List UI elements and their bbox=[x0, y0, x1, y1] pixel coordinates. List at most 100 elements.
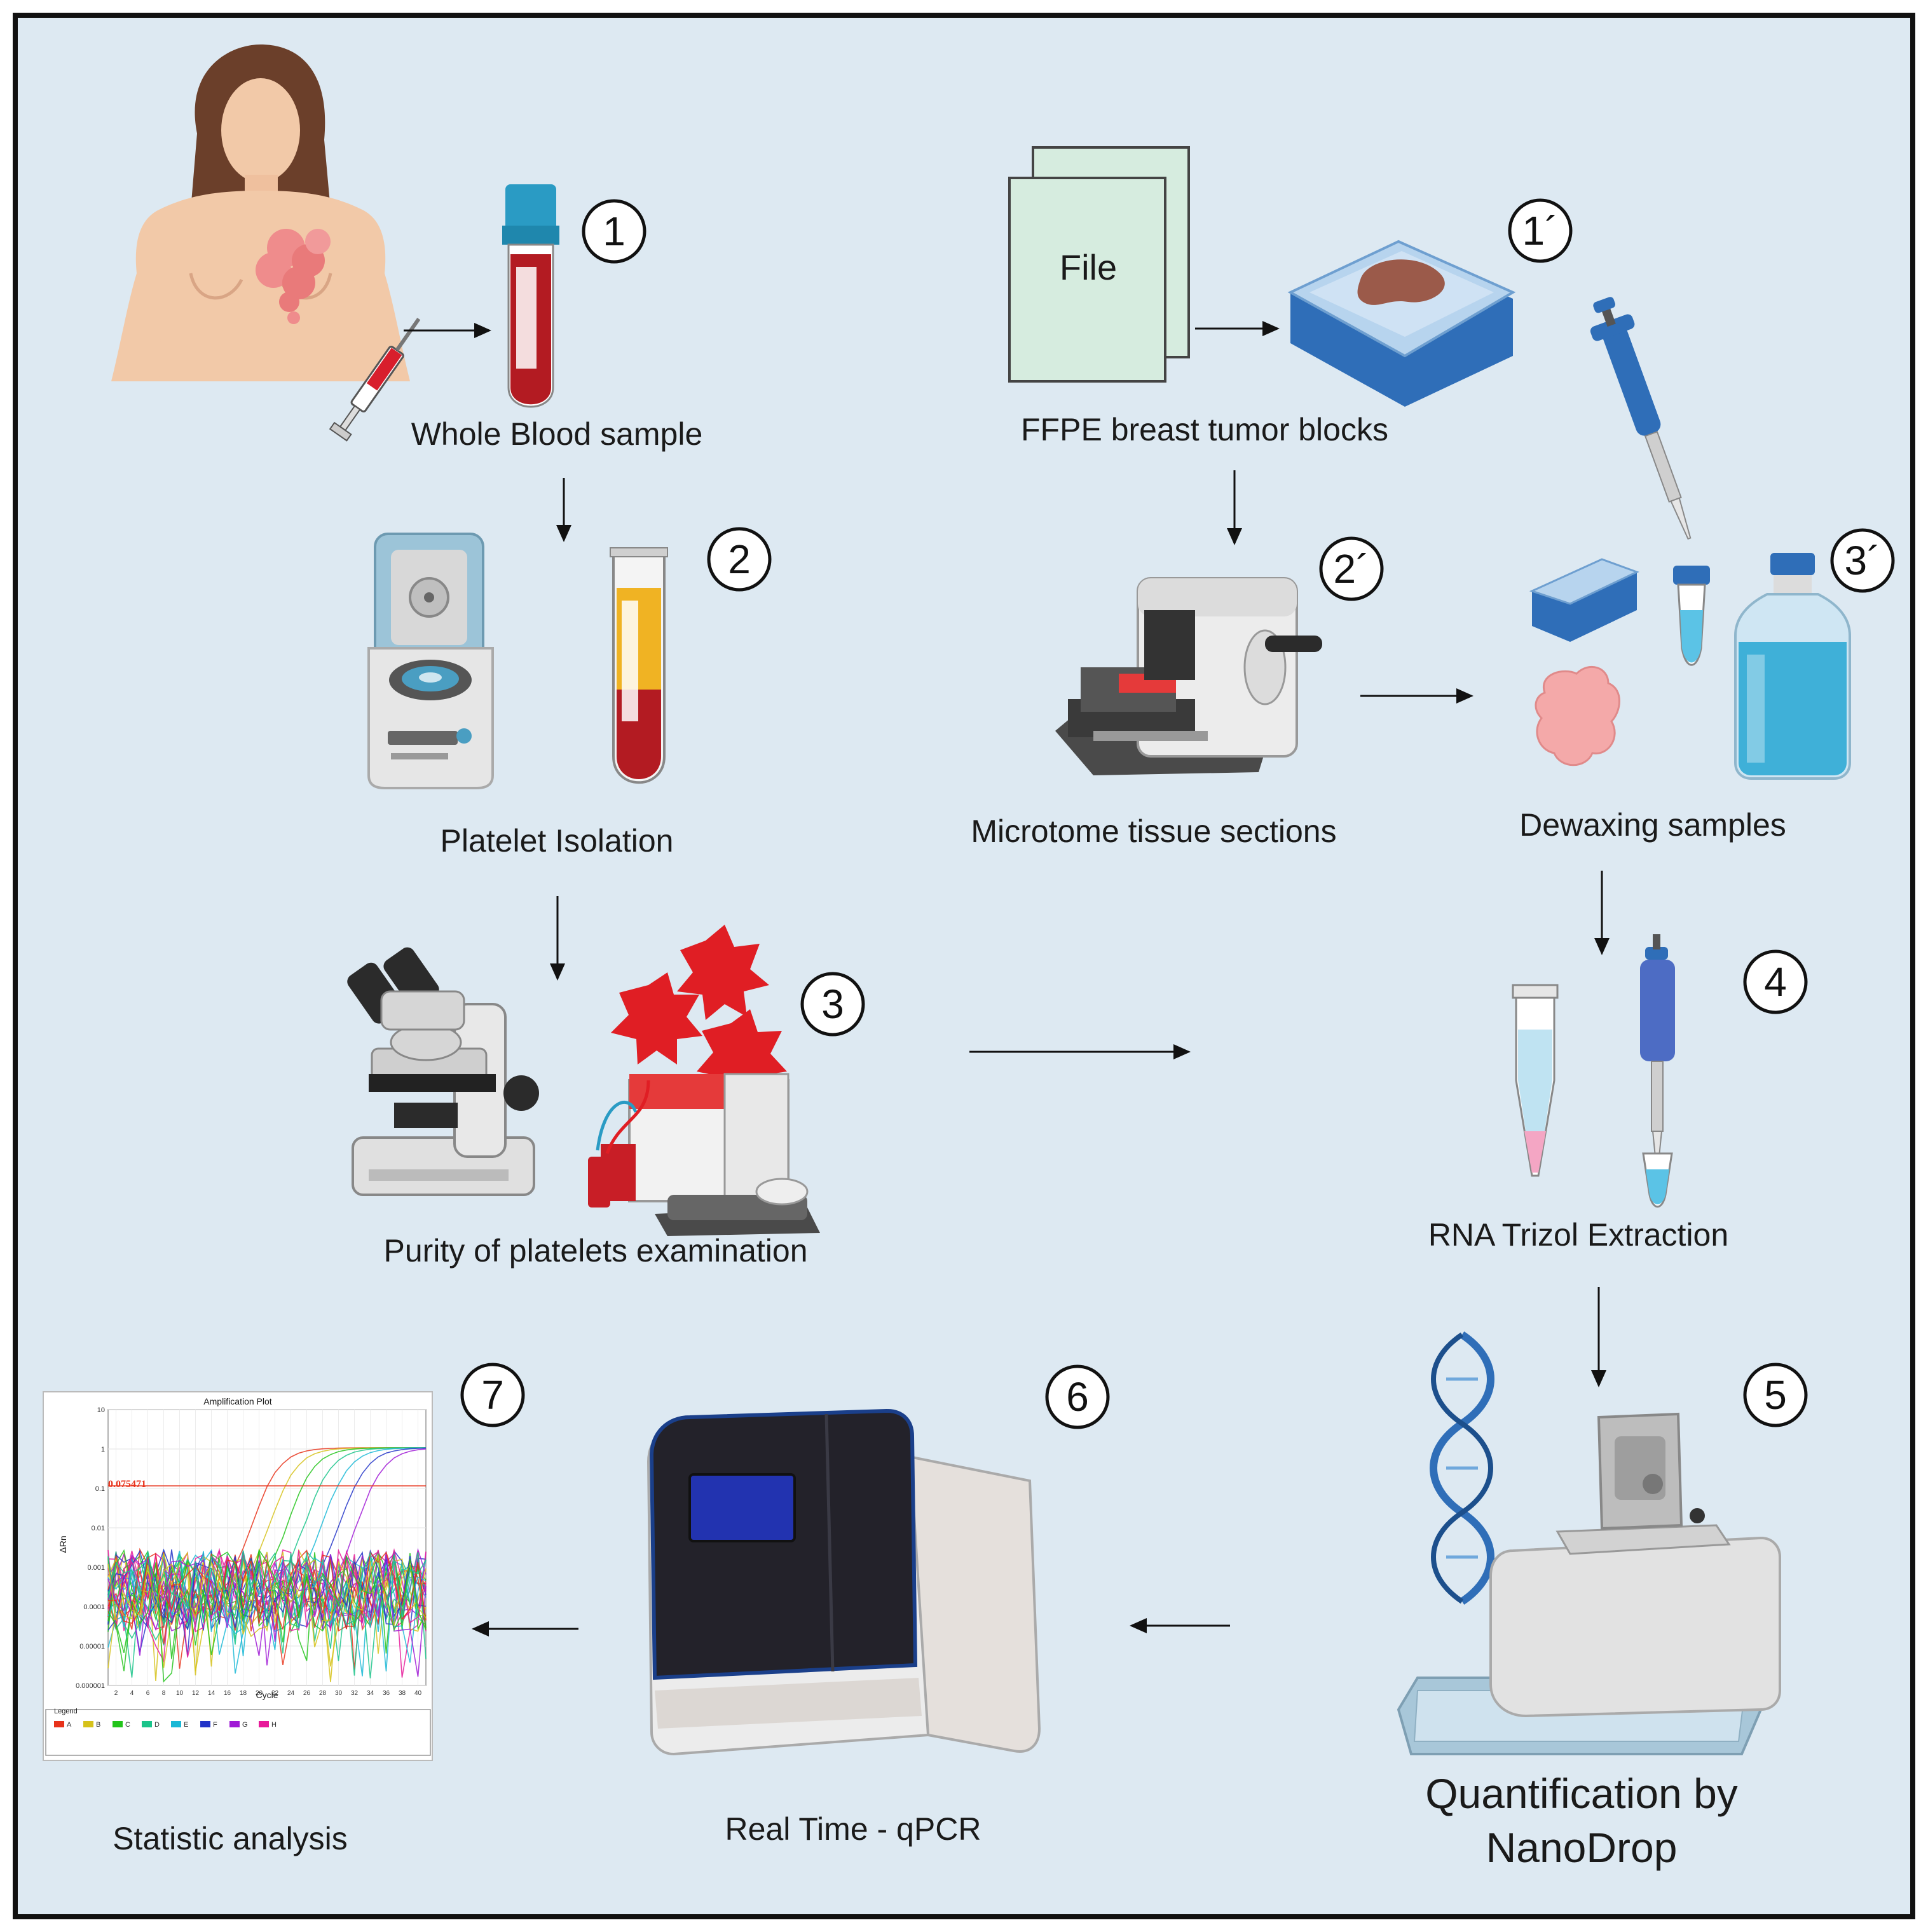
label-quantification: Quantification by bbox=[1425, 1770, 1738, 1817]
amplification-curve bbox=[107, 1550, 427, 1628]
x-tick-label: 28 bbox=[319, 1690, 327, 1697]
x-tick-label: 4 bbox=[130, 1690, 134, 1697]
patient-illustration bbox=[111, 44, 421, 442]
x-tick-label: 6 bbox=[146, 1690, 150, 1697]
legend-swatch bbox=[113, 1721, 123, 1727]
amplification-plot: Amplification Plot 1010.10.010.0010.0001… bbox=[43, 1391, 433, 1761]
x-tick-label: 40 bbox=[414, 1690, 422, 1697]
step-badge: 1´ bbox=[1508, 198, 1573, 263]
x-tick-label: 32 bbox=[351, 1690, 359, 1697]
threshold-label: 0.075471 bbox=[108, 1479, 146, 1490]
x-tick-label: 12 bbox=[192, 1690, 200, 1697]
label-whole-blood: Whole Blood sample bbox=[411, 416, 703, 452]
step-number: 2´ bbox=[1334, 546, 1370, 592]
step-number: 7 bbox=[481, 1372, 504, 1418]
label-rna: RNA Trizol Extraction bbox=[1428, 1217, 1728, 1253]
y-axis-label: ΔRn bbox=[58, 1535, 68, 1553]
y-tick-label: 10 bbox=[97, 1406, 105, 1414]
legend-entry: H bbox=[271, 1721, 277, 1729]
amplification-curve bbox=[107, 1551, 427, 1677]
step-number: 1 bbox=[603, 208, 626, 254]
step-badge: 4 bbox=[1743, 949, 1808, 1014]
label-ffpe: FFPE breast tumor blocks bbox=[1021, 412, 1388, 447]
platelet-icon bbox=[611, 925, 787, 1102]
pipette-icon bbox=[1590, 297, 1692, 540]
microtome-icon bbox=[1055, 577, 1322, 775]
x-axis-label: Cycle bbox=[256, 1690, 278, 1700]
y-tick-label: 0.000001 bbox=[76, 1682, 105, 1690]
nanodrop-icon bbox=[1397, 1412, 1781, 1755]
x-tick-label: 36 bbox=[383, 1690, 390, 1697]
tissue-icon bbox=[1535, 665, 1620, 766]
step-badge: 2 bbox=[707, 527, 772, 592]
label-stats: Statistic analysis bbox=[113, 1821, 348, 1856]
legend-title: Legend bbox=[54, 1708, 78, 1715]
qpcr-machine-icon bbox=[646, 1408, 1041, 1756]
step-number: 5 bbox=[1764, 1372, 1787, 1418]
amplification-curve bbox=[107, 1549, 427, 1683]
legend-swatch bbox=[229, 1721, 240, 1727]
legend-entry: E bbox=[184, 1721, 188, 1729]
amplification-curve bbox=[107, 1551, 427, 1678]
step-badge: 5 bbox=[1743, 1363, 1808, 1427]
step-number: 1´ bbox=[1522, 208, 1559, 254]
legend-entry: A bbox=[67, 1721, 72, 1729]
step-badge: 2´ bbox=[1319, 536, 1384, 601]
legend-entry: B bbox=[96, 1721, 100, 1729]
amplification-curve bbox=[107, 1548, 427, 1658]
x-tick-label: 16 bbox=[224, 1690, 231, 1697]
amplification-curve bbox=[107, 1548, 427, 1676]
y-tick-label: 0.001 bbox=[87, 1564, 105, 1572]
step-badge: 7 bbox=[460, 1363, 525, 1427]
label-dewaxing: Dewaxing samples bbox=[1519, 807, 1786, 843]
step-number: 4 bbox=[1764, 959, 1787, 1005]
file-label: File bbox=[1060, 247, 1117, 287]
x-tick-label: 24 bbox=[287, 1690, 295, 1697]
label-platelet-isolation: Platelet Isolation bbox=[441, 823, 674, 859]
step-badge: 3 bbox=[800, 972, 865, 1037]
step-badge: 1 bbox=[582, 199, 646, 264]
y-tick-label: 0.0001 bbox=[83, 1603, 105, 1611]
separated-blood-tube-icon bbox=[610, 547, 668, 784]
dna-icon bbox=[1430, 1331, 1494, 1605]
legend-swatch bbox=[83, 1721, 93, 1727]
plot-title: Amplification Plot bbox=[203, 1396, 271, 1406]
syringe-icon bbox=[329, 317, 421, 442]
x-tick-label: 2 bbox=[114, 1690, 118, 1697]
step-badge: 6 bbox=[1045, 1364, 1110, 1429]
x-tick-label: 30 bbox=[335, 1690, 343, 1697]
x-tick-label: 8 bbox=[162, 1690, 166, 1697]
ffpe-block-icon bbox=[1287, 240, 1516, 407]
step-number: 6 bbox=[1066, 1374, 1089, 1420]
step-number: 3´ bbox=[1845, 538, 1881, 583]
x-tick-label: 14 bbox=[208, 1690, 215, 1697]
legend-swatch bbox=[200, 1721, 210, 1727]
legend-entry: F bbox=[213, 1721, 217, 1729]
step-number: 3 bbox=[821, 981, 844, 1027]
microtube-icon bbox=[1673, 566, 1710, 666]
label-purity: Purity of platelets examination bbox=[383, 1233, 807, 1269]
amplification-curve bbox=[107, 1551, 427, 1644]
label-nanodrop: NanoDrop bbox=[1486, 1824, 1678, 1871]
x-tick-label: 26 bbox=[303, 1690, 311, 1697]
pipette-icon bbox=[1640, 934, 1675, 1208]
x-tick-label: 38 bbox=[399, 1690, 406, 1697]
reagent-bottle-icon bbox=[1734, 553, 1851, 780]
legend-entry: G bbox=[242, 1721, 248, 1729]
step-number: 2 bbox=[728, 536, 751, 582]
legend-entry: C bbox=[125, 1721, 130, 1729]
y-tick-label: 0.01 bbox=[92, 1525, 105, 1532]
label-qpcr: Real Time - qPCR bbox=[725, 1811, 981, 1847]
legend-swatch bbox=[142, 1721, 152, 1727]
file-icon: File bbox=[1008, 146, 1190, 383]
x-tick-label: 10 bbox=[176, 1690, 184, 1697]
plot-curves bbox=[107, 1447, 427, 1683]
legend-swatch bbox=[54, 1721, 64, 1727]
x-tick-label: 22 bbox=[271, 1690, 279, 1697]
paraffin-block-icon bbox=[1529, 558, 1639, 642]
centrifuge-icon bbox=[367, 533, 494, 789]
label-microtome: Microtome tissue sections bbox=[971, 813, 1336, 849]
